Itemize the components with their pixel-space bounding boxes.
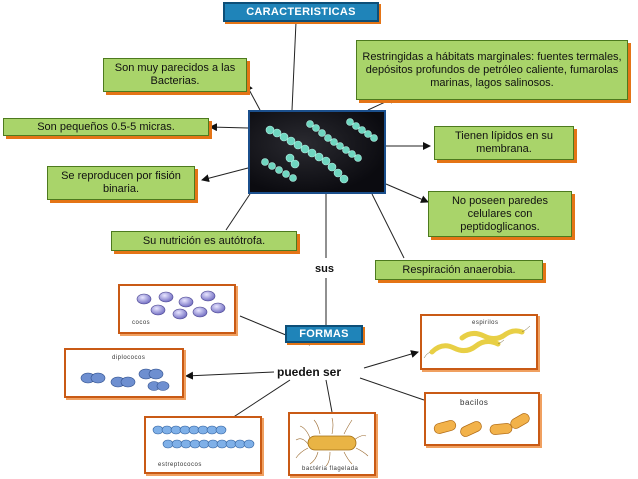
formas-title: FORMAS: [285, 325, 363, 343]
panel-estreptococos: estreptococos: [144, 416, 262, 474]
caption-cocos: cocos: [132, 320, 151, 326]
box-reproducen: Se reproducen por fisión binaria.: [47, 166, 195, 200]
archaea-chain-image: [261, 118, 378, 184]
panel-diplococos: diplococos: [64, 348, 184, 398]
caption-bacilos: bacilos: [460, 398, 489, 407]
characteristics-title: CARACTERISTICAS: [223, 2, 379, 22]
archaea-micrograph: [248, 110, 386, 194]
box-paredes: No poseen paredes celulares con peptidog…: [428, 191, 572, 237]
caption-espirilos: espirilos: [472, 320, 499, 326]
box-habitats: Restringidas a hábitats marginales: fuen…: [356, 40, 628, 100]
box-parecidos: Son muy parecidos a las Bacterias.: [103, 58, 247, 92]
panel-espirilos: espirilos: [420, 314, 538, 370]
box-lipidos: Tienen lípidos en su membrana.: [434, 126, 574, 160]
panel-flagelada: bactéria flagelada: [288, 412, 376, 476]
caption-diplococos: diplococos: [112, 355, 146, 361]
panel-cocos: cocos: [118, 284, 236, 334]
box-nutricion: Su nutrición es autótrofa.: [111, 231, 297, 251]
caption-estreptococos: estreptococos: [158, 462, 202, 468]
connector-sus: sus: [312, 262, 337, 276]
box-respiracion: Respiración anaerobia.: [375, 260, 543, 280]
box-pequenos: Son pequeños 0.5-5 micras.: [3, 118, 209, 136]
caption-flagelada: bactéria flagelada: [302, 466, 359, 472]
connector-pueden-ser: pueden ser: [274, 365, 345, 379]
panel-bacilos: bacilos: [424, 392, 540, 446]
